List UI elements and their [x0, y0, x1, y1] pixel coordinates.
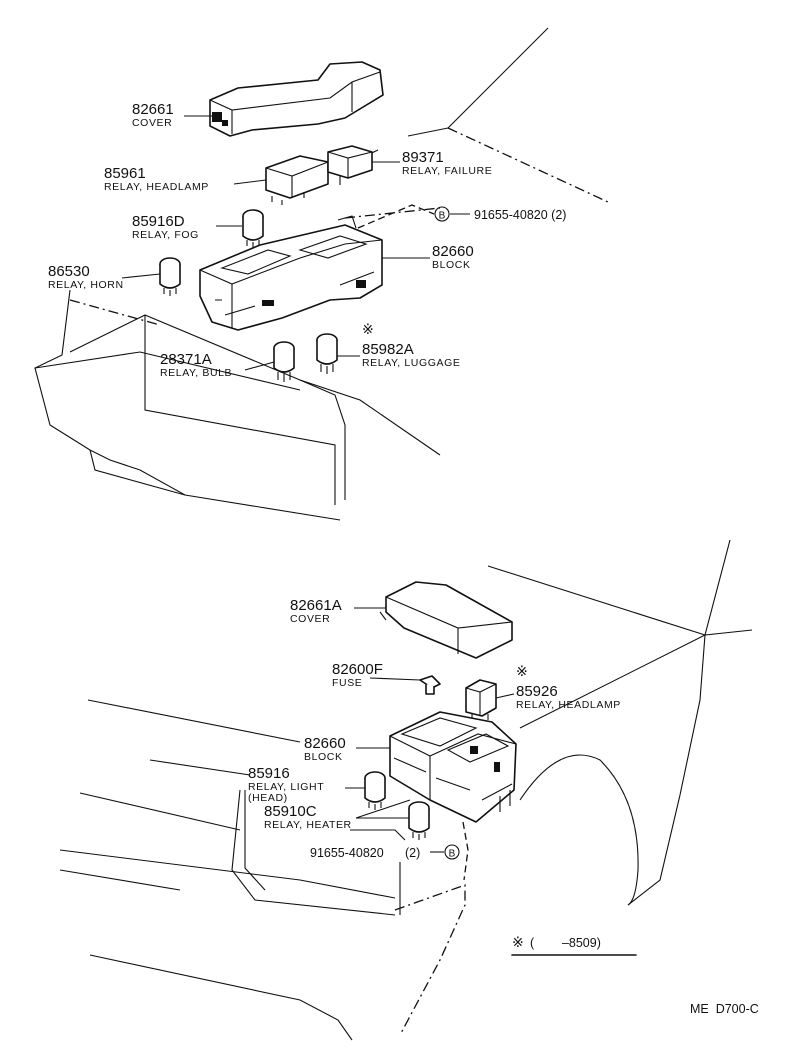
- lower-labels: 82661A COVER 82600F FUSE ※ 85926 RELAY, …: [248, 597, 621, 860]
- relay-horn-86530: [159, 257, 181, 296]
- relay-heater-85910C: [408, 801, 430, 840]
- relay-failure-89371: [327, 145, 373, 179]
- block-82660-lower-number: 82660: [304, 735, 346, 752]
- relay-headlamp-85926-number: 85926: [516, 683, 558, 700]
- cover-82661-number: 82661: [132, 101, 174, 118]
- upper-labels: 82661 COVER 85961 RELAY, HEADLAMP 89371 …: [48, 101, 566, 379]
- relay-luggage-mark: ※: [362, 322, 374, 338]
- bolt-badge-letter-lower: B: [449, 849, 456, 860]
- relay-bulb-28371A: [273, 341, 295, 382]
- relay-heater-85910C-number: 85910C: [264, 803, 317, 820]
- bolt-badge-letter: B: [439, 211, 446, 222]
- relay-failure-89371-name: RELAY, FAILURE: [402, 165, 492, 177]
- block-82660-lower-name: BLOCK: [304, 751, 343, 763]
- cover-82661A-number: 82661A: [290, 597, 342, 614]
- relay-light-85916-name-2: (HEAD): [248, 792, 288, 804]
- relay-failure-89371-number: 89371: [402, 149, 444, 166]
- relay-luggage-85982A: [316, 333, 338, 374]
- diagram-code: ME D700-C: [690, 1002, 759, 1016]
- fuse-82600F-name: FUSE: [332, 677, 362, 689]
- cover-82661: [209, 61, 384, 137]
- upper-leader-lines: [121, 115, 470, 371]
- cover-82661A: [379, 581, 513, 659]
- bolt-91655-lower-qty: (2): [405, 846, 420, 860]
- lower-car-body-outline: [59, 539, 753, 1041]
- bolt-badge-circle: [434, 206, 450, 222]
- relay-heater-85910C-name: RELAY, HEATER: [264, 819, 352, 831]
- relay-headlamp-85961: [265, 155, 329, 205]
- relay-headlamp-85961-name: RELAY, HEADLAMP: [104, 181, 209, 193]
- relay-horn-86530-name: RELAY, HORN: [48, 279, 124, 291]
- block-82660-name: BLOCK: [432, 259, 471, 271]
- relay-fog-85916D: [242, 209, 264, 248]
- block-82660: [199, 215, 383, 331]
- bolt-badge-circle-lower: [444, 844, 460, 860]
- bolt-91655-lower-number: 91655-40820: [310, 846, 384, 860]
- relay-light-85916: [364, 771, 386, 810]
- lower-leader-lines: [345, 607, 515, 853]
- relay-fog-85916D-name: RELAY, FOG: [132, 229, 199, 241]
- relay-luggage-85982A-number: 85982A: [362, 341, 414, 358]
- relay-bulb-28371A-number: 28371A: [160, 351, 212, 368]
- fuse-82600F-number: 82600F: [332, 661, 383, 678]
- relay-headlamp-85926: [465, 679, 497, 720]
- cover-82661-name: COVER: [132, 117, 172, 129]
- relay-light-85916-name: RELAY, LIGHT: [248, 781, 324, 793]
- footnote-mark: ※: [512, 935, 524, 951]
- relay-fog-85916D-number: 85916D: [132, 213, 185, 230]
- relay-headlamp-mark: ※: [516, 664, 528, 680]
- relay-light-85916-number: 85916: [248, 765, 290, 782]
- relay-horn-86530-number: 86530: [48, 263, 90, 280]
- relay-bulb-28371A-name: RELAY, BULB: [160, 367, 232, 379]
- relay-luggage-85982A-name: RELAY, LUGGAGE: [362, 357, 460, 369]
- block-82660-number: 82660: [432, 243, 474, 260]
- footnote-text: ( –8509): [530, 936, 601, 950]
- relay-headlamp-85926-name: RELAY, HEADLAMP: [516, 699, 621, 711]
- block-82660-lower: [389, 711, 517, 823]
- cover-82661A-name: COVER: [290, 613, 330, 625]
- relay-headlamp-85961-number: 85961: [104, 165, 146, 182]
- footnote: ※ ( –8509): [511, 935, 637, 956]
- bolt-91655-number: 91655-40820 (2): [474, 208, 566, 222]
- fuse-82600F: [419, 675, 441, 695]
